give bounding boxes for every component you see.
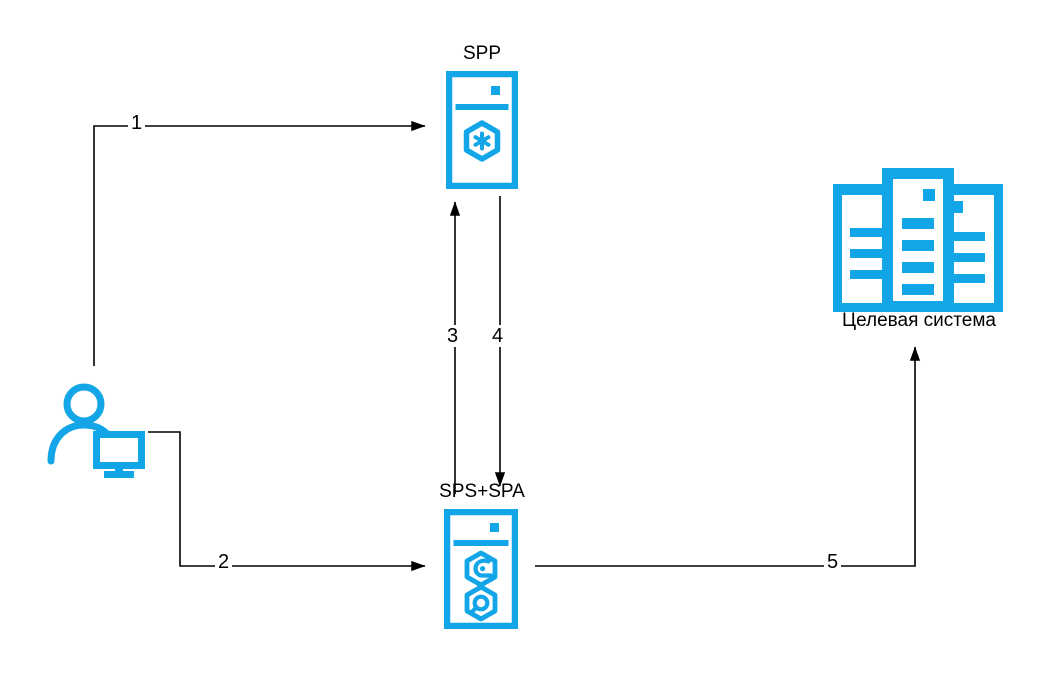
- node-label-target-system: Целевая система: [842, 310, 996, 331]
- edge-label-5: 5: [824, 551, 842, 573]
- office-buildings-icon: [833, 168, 1003, 312]
- node-sps-spa[interactable]: [444, 509, 518, 629]
- connector-2: [148, 431, 426, 572]
- edge-label-3: 3: [444, 325, 462, 347]
- node-user[interactable]: [46, 383, 150, 479]
- connector-5: [535, 346, 921, 567]
- user-with-monitor-icon: [47, 383, 145, 478]
- server-rack-dual-icon: [444, 509, 518, 629]
- node-label-spp: SPP: [462, 43, 502, 64]
- node-spp[interactable]: [446, 71, 518, 189]
- node-target-system[interactable]: [833, 168, 1003, 312]
- node-label-spsspa: SPS+SPA: [439, 481, 525, 502]
- edge-label-2: 2: [215, 551, 233, 573]
- server-rack-icon: [446, 71, 518, 189]
- edge-label-1: 1: [128, 112, 146, 134]
- edge-label-4: 4: [489, 325, 507, 347]
- connector-1: [93, 120, 426, 366]
